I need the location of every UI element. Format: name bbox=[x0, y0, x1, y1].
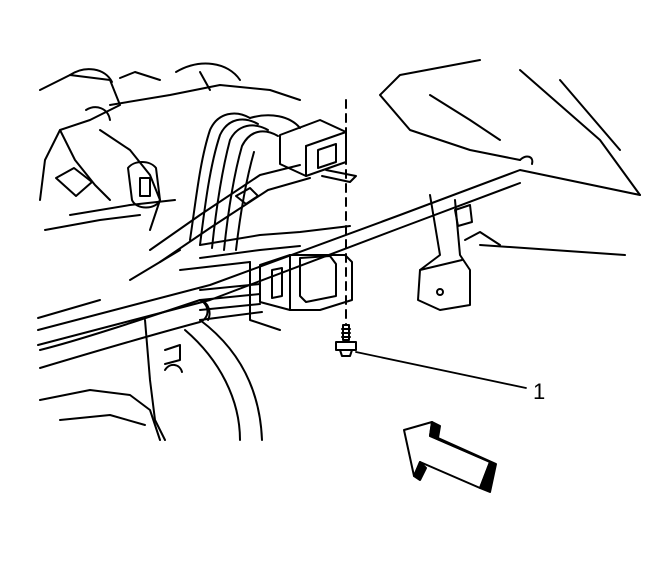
hanger-bracket bbox=[417, 194, 626, 311]
instrument-panel-lower bbox=[179, 225, 351, 331]
knee-bolster-trim bbox=[39, 319, 263, 441]
steering-column-housing bbox=[39, 62, 301, 231]
arrow-up-left-icon bbox=[403, 421, 497, 493]
callout-number-1: 1 bbox=[533, 379, 545, 404]
callout-leader-line bbox=[355, 351, 527, 389]
bolt bbox=[335, 324, 357, 357]
lower-connector bbox=[199, 254, 353, 321]
cross-car-beam bbox=[37, 59, 641, 346]
column-shroud bbox=[39, 299, 211, 369]
upper-connector bbox=[279, 119, 357, 183]
mounting-bracket bbox=[129, 164, 311, 281]
